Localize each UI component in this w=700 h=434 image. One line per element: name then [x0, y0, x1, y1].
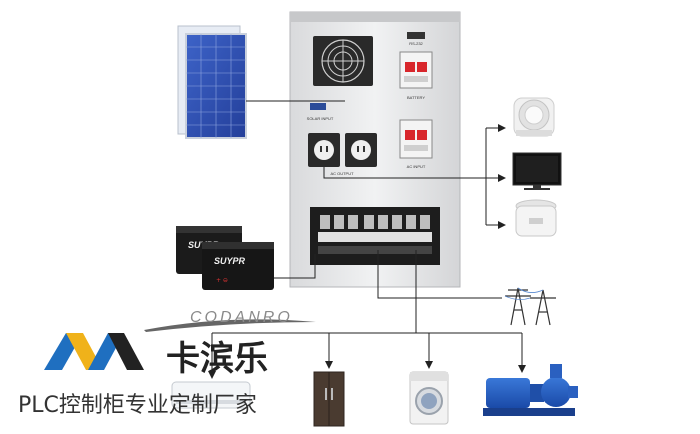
solar-panel-icon — [177, 25, 247, 139]
ac-input-breaker-icon — [399, 119, 433, 159]
terminal-block-icon — [310, 207, 440, 265]
washing-machine-icon — [409, 371, 449, 425]
battery-terminal-icon: + ⊖ — [216, 277, 228, 284]
brand-tagline: PLC控制柜专业定制厂家 — [18, 393, 257, 418]
battery-label: BATTERY — [407, 95, 425, 100]
rs232-port-icon — [407, 32, 425, 39]
battery-icon: SUYPR SUYPR + ⊖ — [176, 226, 274, 290]
fan-icon — [313, 36, 373, 86]
ac-input-label: AC INPUT — [407, 164, 426, 169]
refrigerator-icon — [313, 371, 345, 427]
brand-name-cn: 卡滨乐 — [166, 339, 268, 379]
rice-cooker-icon — [515, 199, 557, 237]
ac-outlet-icon — [308, 133, 377, 167]
brand-logo-icon — [44, 319, 316, 370]
fan-appliance-icon — [513, 97, 555, 137]
rs232-label: RS-232 — [409, 41, 423, 46]
battery-breaker-icon — [399, 51, 433, 89]
water-pump-icon — [483, 364, 578, 416]
tv-icon — [512, 152, 562, 190]
connection-lines — [208, 100, 526, 379]
ac-output-label: AC OUTPUT — [330, 171, 354, 176]
solar-input-label: SOLAR INPUT — [307, 116, 334, 121]
solar-input-port-icon — [310, 103, 326, 110]
power-grid-tower-icon — [504, 287, 556, 326]
codanro-watermark: CODANRO — [190, 309, 293, 326]
battery-brand-label-2: SUYPR — [214, 256, 246, 266]
air-conditioner-icon — [171, 381, 251, 409]
inverter-cabinet: RS-232 BATTERY SOLAR INPUT AC OUTPUT — [289, 11, 461, 288]
